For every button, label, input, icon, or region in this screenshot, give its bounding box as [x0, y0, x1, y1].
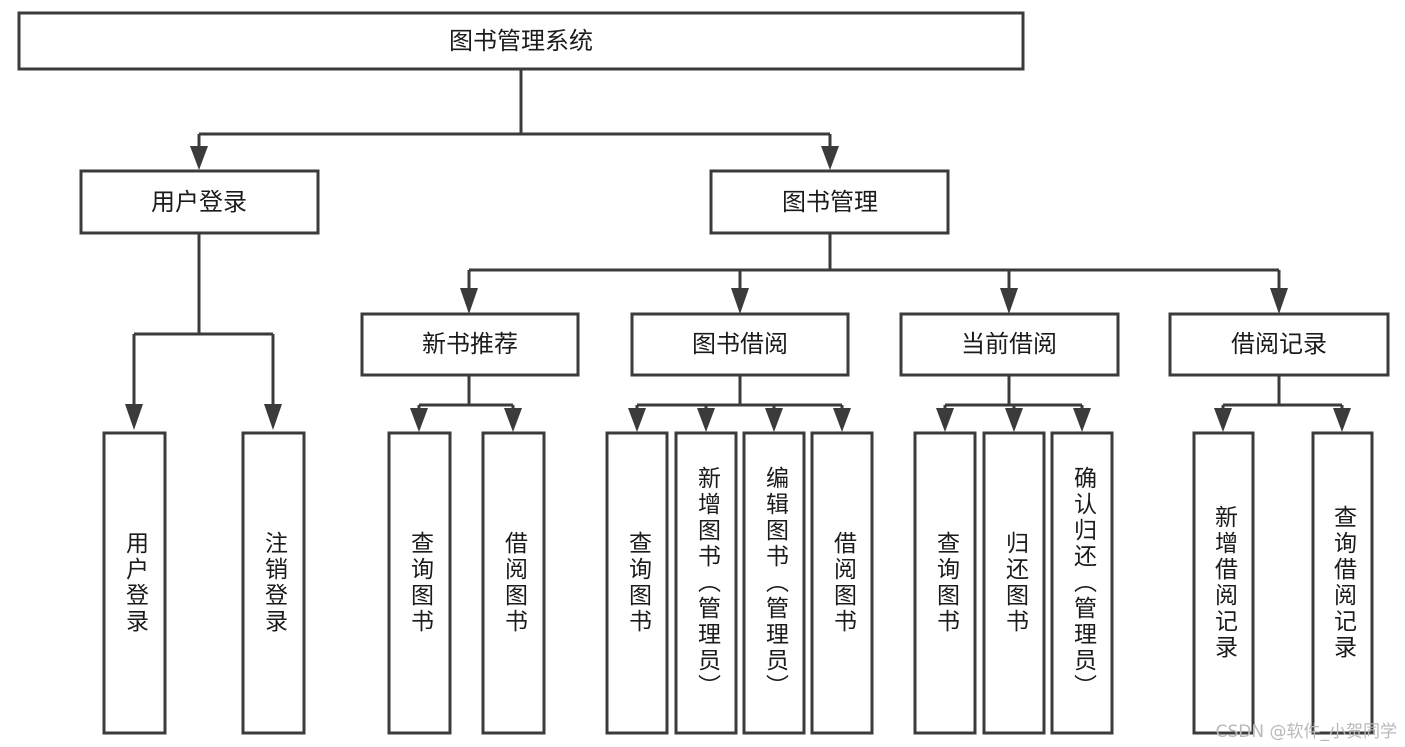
node-current-borrow[interactable]: 当前借阅	[899, 312, 1120, 377]
node-book-borrow-box[interactable]	[630, 312, 850, 377]
node-leaf-return-book-label: 归还图书	[1002, 531, 1030, 635]
connector-group-current-borrow	[936, 375, 1091, 432]
node-leaf-edit-book-box[interactable]	[742, 431, 806, 735]
arrowhead-leaf-query-book-2	[628, 408, 646, 432]
arrowhead-book-borrow	[731, 288, 749, 314]
node-leaf-add-record-label: 新增借阅记录	[1211, 505, 1239, 661]
arrowhead-leaf-borrow-book-2	[833, 408, 851, 432]
node-leaf-query-book-3-box[interactable]	[913, 431, 977, 735]
node-leaf-borrow-book-2[interactable]: 借阅图书	[810, 431, 874, 735]
node-leaf-query-book-1-box[interactable]	[387, 431, 452, 735]
arrowhead-leaf-query-record	[1333, 408, 1351, 432]
connector-group-user-login	[125, 233, 282, 430]
arrowhead-new-book-rec	[460, 288, 478, 314]
node-leaf-edit-book[interactable]: 编辑图书（管理员）	[742, 431, 806, 735]
node-leaf-borrow-book-1[interactable]: 借阅图书	[481, 431, 546, 735]
node-leaf-confirm-return[interactable]: 确认归还（管理员）	[1050, 431, 1114, 735]
arrowhead-leaf-add-book	[697, 408, 715, 432]
node-leaf-logout[interactable]: 注销登录	[241, 431, 306, 735]
node-leaf-confirm-return-label: 确认归还（管理员）	[1070, 466, 1098, 700]
node-leaf-user-login-box[interactable]	[102, 431, 167, 735]
arrowhead-leaf-add-record	[1214, 408, 1232, 432]
arrowhead-user-login	[190, 146, 208, 170]
node-leaf-logout-label: 注销登录	[261, 531, 289, 635]
node-book-borrow-label: 图书借阅	[692, 330, 788, 358]
node-leaf-add-book[interactable]: 新增图书（管理员）	[674, 431, 738, 735]
arrowhead-book-manage	[821, 146, 839, 170]
connector-group-root	[190, 69, 839, 170]
node-borrow-record-label: 借阅记录	[1231, 330, 1327, 358]
node-leaf-query-book-1-label: 查询图书	[407, 531, 435, 635]
node-leaf-return-book-box[interactable]	[982, 431, 1046, 735]
connector-group-book-borrow	[628, 375, 851, 432]
node-leaf-confirm-return-box[interactable]	[1050, 431, 1114, 735]
node-leaf-add-record-box[interactable]	[1192, 431, 1255, 735]
node-current-borrow-label: 当前借阅	[961, 330, 1057, 358]
node-book-manage-label: 图书管理	[782, 188, 878, 216]
connector-group-new-book-rec	[410, 375, 522, 432]
arrowhead-current-borrow	[1000, 288, 1018, 314]
arrowhead-leaf-borrow-book-1	[504, 408, 522, 432]
node-new-book-rec-label: 新书推荐	[422, 330, 518, 358]
node-leaf-query-record-label: 查询借阅记录	[1330, 505, 1358, 661]
node-leaf-borrow-book-1-box[interactable]	[481, 431, 546, 735]
node-leaf-borrow-book-2-box[interactable]	[810, 431, 874, 735]
node-leaf-add-book-label: 新增图书（管理员）	[694, 466, 722, 700]
node-leaf-user-login-label: 用户登录	[122, 531, 150, 635]
node-root-label: 图书管理系统	[449, 27, 593, 55]
node-leaf-logout-box[interactable]	[241, 431, 306, 735]
node-leaf-query-record[interactable]: 查询借阅记录	[1311, 431, 1374, 735]
node-root-box[interactable]	[17, 11, 1025, 71]
node-book-manage-box[interactable]	[709, 169, 950, 235]
arrowhead-leaf-query-book-3	[936, 408, 954, 432]
node-leaf-query-book-3-label: 查询图书	[933, 531, 961, 635]
node-current-borrow-box[interactable]	[899, 312, 1120, 377]
node-leaf-query-record-box[interactable]	[1311, 431, 1374, 735]
node-leaf-borrow-book-2-label: 借阅图书	[830, 531, 858, 635]
node-leaf-add-record[interactable]: 新增借阅记录	[1192, 431, 1255, 735]
arrowhead-leaf-confirm-return	[1073, 408, 1091, 432]
node-leaf-query-book-2[interactable]: 查询图书	[605, 431, 669, 735]
arrowhead-leaf-logout	[264, 404, 282, 430]
node-borrow-record-box[interactable]	[1168, 312, 1390, 377]
node-leaf-add-book-box[interactable]	[674, 431, 738, 735]
node-leaf-query-book-2-label: 查询图书	[625, 531, 653, 635]
node-book-manage[interactable]: 图书管理	[709, 169, 950, 235]
node-leaf-return-book[interactable]: 归还图书	[982, 431, 1046, 735]
arrowhead-leaf-query-book-1	[410, 408, 428, 432]
node-leaf-borrow-book-1-label: 借阅图书	[501, 531, 529, 635]
arrowhead-leaf-edit-book	[765, 408, 783, 432]
node-user-login-box[interactable]	[79, 169, 320, 235]
node-book-borrow[interactable]: 图书借阅	[630, 312, 850, 377]
node-root[interactable]: 图书管理系统	[17, 11, 1025, 71]
node-user-login-label: 用户登录	[151, 188, 247, 216]
connector-group-borrow-record	[1214, 375, 1351, 432]
node-leaf-query-book-3[interactable]: 查询图书	[913, 431, 977, 735]
node-new-book-rec[interactable]: 新书推荐	[360, 312, 580, 377]
node-new-book-rec-box[interactable]	[360, 312, 580, 377]
node-user-login[interactable]: 用户登录	[79, 169, 320, 235]
connector-group-book-manage	[460, 233, 1288, 314]
node-leaf-query-book-2-box[interactable]	[605, 431, 669, 735]
watermark-text: CSDN @软件_小贺同学	[1215, 722, 1397, 742]
arrowhead-leaf-return-book	[1005, 408, 1023, 432]
node-leaf-user-login[interactable]: 用户登录	[102, 431, 167, 735]
node-leaf-query-book-1[interactable]: 查询图书	[387, 431, 452, 735]
arrowhead-borrow-record	[1270, 288, 1288, 314]
arrowhead-leaf-user-login	[125, 404, 143, 430]
node-borrow-record[interactable]: 借阅记录	[1168, 312, 1390, 377]
node-leaf-edit-book-label: 编辑图书（管理员）	[762, 466, 790, 700]
